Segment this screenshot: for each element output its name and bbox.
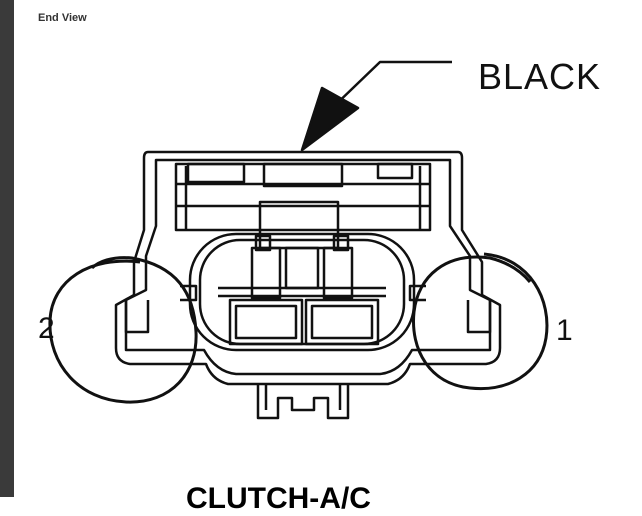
connector-housing — [114, 150, 502, 420]
wire-color-label: BLACK — [478, 56, 602, 97]
pin-highlight-circles — [48, 252, 549, 404]
pin-label-2: 2 — [38, 312, 55, 345]
callout-arrow — [300, 60, 452, 152]
window-left-bar — [0, 0, 14, 497]
pin-label-1: 1 — [556, 314, 573, 347]
view-label: End View — [38, 12, 87, 24]
connector-diagram — [48, 60, 549, 420]
connector-caption: CLUTCH-A/C — [186, 482, 371, 515]
